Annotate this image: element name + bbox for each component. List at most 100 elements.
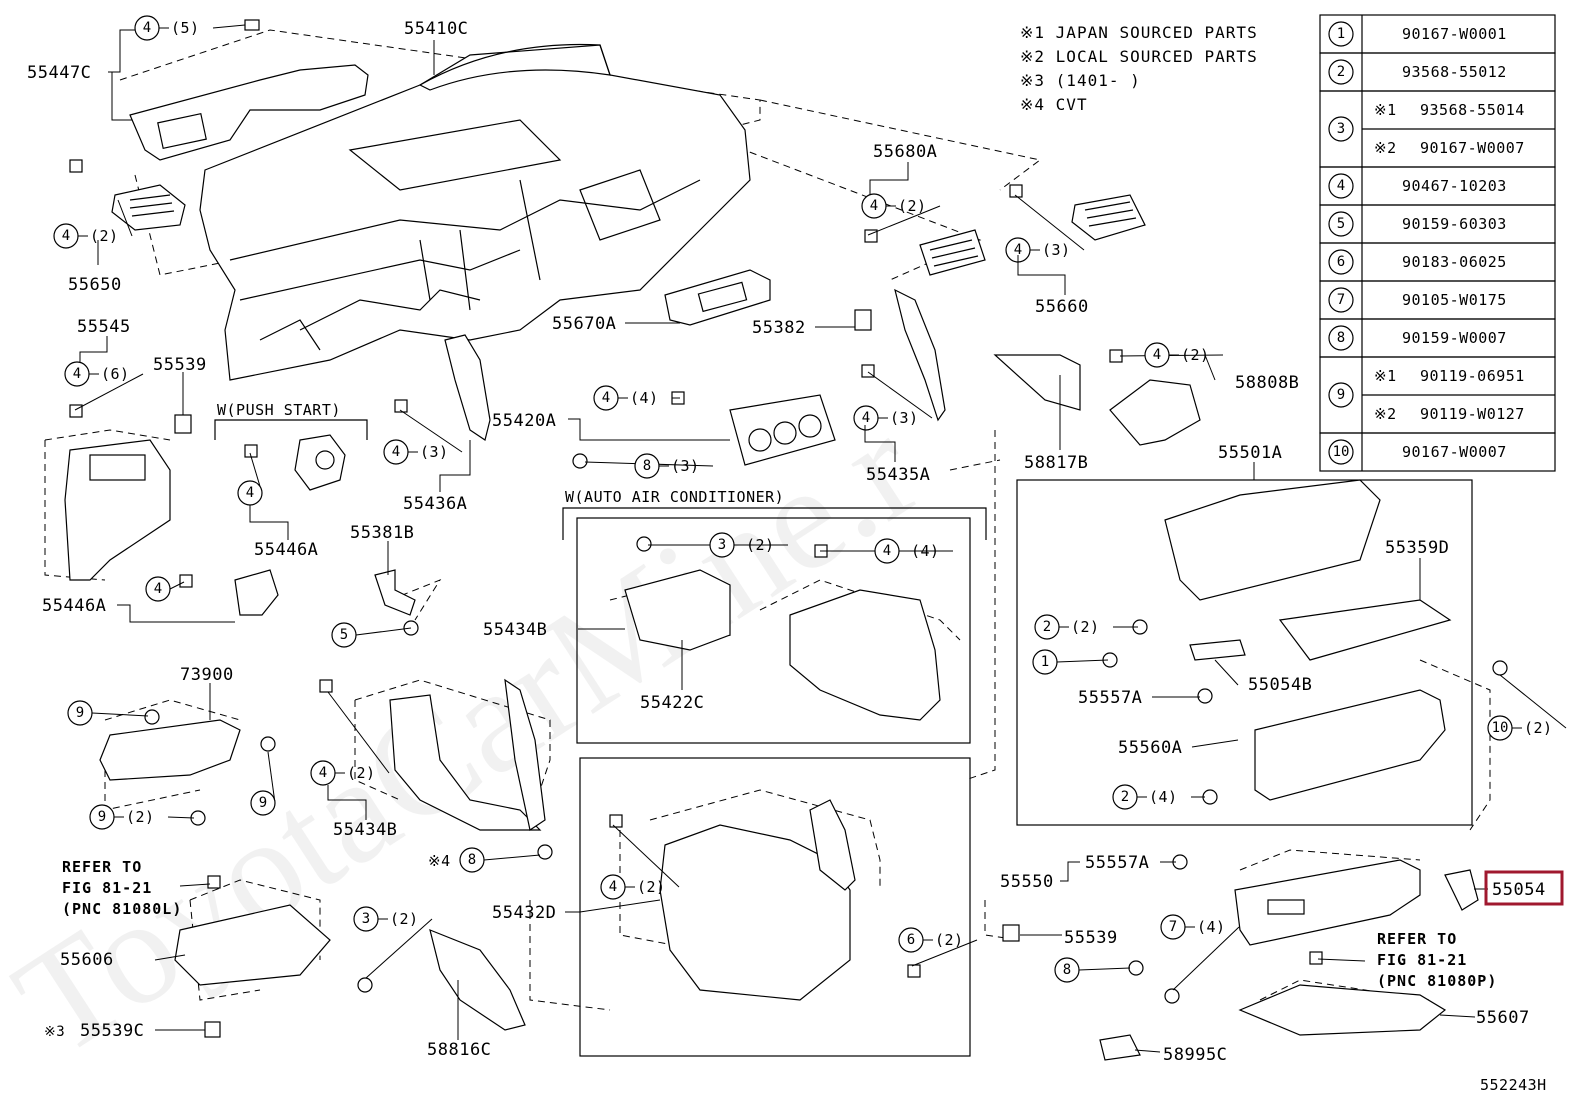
part-label-55410C[interactable]: 55410C — [404, 19, 468, 39]
table-number: 2 — [1337, 64, 1345, 80]
callout-circle-8[interactable] — [459, 847, 485, 873]
table-circle-3 — [1328, 116, 1354, 142]
part-label-55545[interactable]: 55545 — [77, 317, 131, 337]
refer-left: REFER TO FIG 81-21 (PNC 81080L) — [62, 858, 181, 918]
part-label-55501A[interactable]: 55501A — [1218, 443, 1282, 463]
table-mark: ※1 — [1374, 367, 1397, 385]
caption-auto-ac: W(AUTO AIR CONDITIONER) — [565, 488, 784, 506]
part-label-55606[interactable]: 55606 — [60, 950, 114, 970]
auto-ac-box — [576, 517, 971, 744]
part-label-55359D[interactable]: 55359D — [1385, 538, 1449, 558]
part-label-55539[interactable]: 55539 — [153, 355, 207, 375]
part-label-55557A[interactable]: 55557A — [1085, 853, 1149, 873]
callout-circle-9[interactable] — [250, 790, 276, 816]
panel-55434b-upper-drawing — [789, 589, 941, 721]
part-label-55660[interactable]: 55660 — [1035, 297, 1089, 317]
control-55420a-drawing — [729, 394, 836, 466]
note3-mark: ※3 — [44, 1024, 65, 1040]
callout-number: 2 — [1043, 619, 1051, 635]
part-label-55550[interactable]: 55550 — [1000, 872, 1054, 892]
callout-quantity: (4) — [630, 389, 659, 407]
part-label-55434B[interactable]: 55434B — [333, 820, 397, 840]
part-label-55560A[interactable]: 55560A — [1118, 738, 1182, 758]
part-label-55446A[interactable]: 55446A — [42, 596, 106, 616]
part-label-58817B[interactable]: 58817B — [1024, 453, 1088, 473]
table-part-number: 90183-06025 — [1402, 253, 1507, 271]
console-55432d-drawing — [659, 824, 851, 1001]
table-number: 9 — [1337, 387, 1345, 403]
callout-quantity: (3) — [1042, 241, 1071, 259]
table-circle-10 — [1328, 439, 1354, 465]
callout-quantity: (2) — [746, 536, 775, 554]
callout-quantity: (4) — [1197, 918, 1226, 936]
part-label-55422C[interactable]: 55422C — [640, 693, 704, 713]
highlight-box[interactable] — [1484, 870, 1564, 906]
part-label-55557A[interactable]: 55557A — [1078, 688, 1142, 708]
part-label-55434B[interactable]: 55434B — [483, 620, 547, 640]
callout-circle-5[interactable] — [331, 622, 357, 648]
callout-number: 4 — [862, 410, 870, 426]
callout-number: 10 — [1492, 720, 1509, 736]
table-circle-6 — [1328, 249, 1354, 275]
table-mark: ※2 — [1374, 139, 1397, 157]
part-label-55670A[interactable]: 55670A — [552, 314, 616, 334]
vent-55650-drawing — [111, 184, 186, 231]
part-label-58995C[interactable]: 58995C — [1163, 1045, 1227, 1065]
clip-58995c-drawing — [1099, 1034, 1141, 1061]
part-label-55436A[interactable]: 55436A — [403, 494, 467, 514]
part-label-55539[interactable]: 55539 — [1064, 928, 1118, 948]
note4-mark: ※4 — [428, 852, 451, 870]
bracket-55381b-drawing — [374, 569, 416, 616]
callout-number: 9 — [76, 705, 84, 721]
table-number: 1 — [1337, 26, 1345, 42]
part-label-55382[interactable]: 55382 — [752, 318, 806, 338]
callout-quantity: (2) — [126, 808, 155, 826]
callout-number: 4 — [1014, 242, 1022, 258]
glovebox-box — [1016, 479, 1473, 826]
callout-number: 9 — [98, 809, 106, 825]
part-label-55539C[interactable]: 55539C — [80, 1021, 144, 1041]
callout-circle-9[interactable] — [67, 700, 93, 726]
pad-55359d-drawing — [1278, 599, 1452, 661]
refer-left-line-1: REFER TO — [62, 858, 142, 876]
callout-quantity: (3) — [420, 443, 449, 461]
table-number: 8 — [1337, 330, 1345, 346]
callout-circle-4[interactable] — [145, 576, 171, 602]
notes-block: ※1 JAPAN SOURCED PARTS ※2 LOCAL SOURCED … — [1020, 23, 1257, 114]
part-label-55447C[interactable]: 55447C — [27, 63, 91, 83]
callout-quantity: (2) — [90, 227, 119, 245]
part-label-55381B[interactable]: 55381B — [350, 523, 414, 543]
part-label-55054B[interactable]: 55054B — [1248, 675, 1312, 695]
part-55054-drawing — [1444, 869, 1479, 911]
part-label-55650[interactable]: 55650 — [68, 275, 122, 295]
part-label-55432D[interactable]: 55432D — [492, 903, 556, 923]
label-leaders — [79, 29, 1488, 1053]
clip-55382-drawing — [854, 309, 872, 331]
callout-quantity: (4) — [1149, 788, 1178, 806]
glovebox-outer-drawing — [1254, 689, 1446, 801]
box-55550-drawing — [1234, 859, 1421, 946]
part-label-55607[interactable]: 55607 — [1476, 1008, 1530, 1028]
callout-quantity: (5) — [171, 19, 200, 37]
part-label-58816C[interactable]: 58816C — [427, 1040, 491, 1060]
table-part-number: 90105-W0175 — [1402, 291, 1507, 309]
callout-circle-1[interactable] — [1032, 649, 1058, 675]
callout-number: 8 — [1063, 962, 1071, 978]
part-label-55435A[interactable]: 55435A — [866, 465, 930, 485]
callout-number: 3 — [718, 537, 726, 553]
callout-number: 4 — [62, 228, 70, 244]
callout-circle-8[interactable] — [1054, 957, 1080, 983]
callout-number: 5 — [340, 627, 348, 643]
part-label-73900[interactable]: 73900 — [180, 665, 234, 685]
table-part-number: 93568-55012 — [1402, 63, 1507, 81]
table-mark: ※2 — [1374, 405, 1397, 423]
table-part-number: 90159-W0007 — [1402, 329, 1507, 347]
table-circle-9 — [1328, 382, 1354, 408]
part-label-58808B[interactable]: 58808B — [1235, 373, 1299, 393]
part-label-55680A[interactable]: 55680A — [873, 142, 937, 162]
highlight-part-label[interactable]: 55054 — [1492, 880, 1546, 900]
callout-number: 6 — [907, 932, 915, 948]
part-label-55420A[interactable]: 55420A — [492, 411, 556, 431]
part-label-55446A[interactable]: 55446A — [254, 540, 318, 560]
